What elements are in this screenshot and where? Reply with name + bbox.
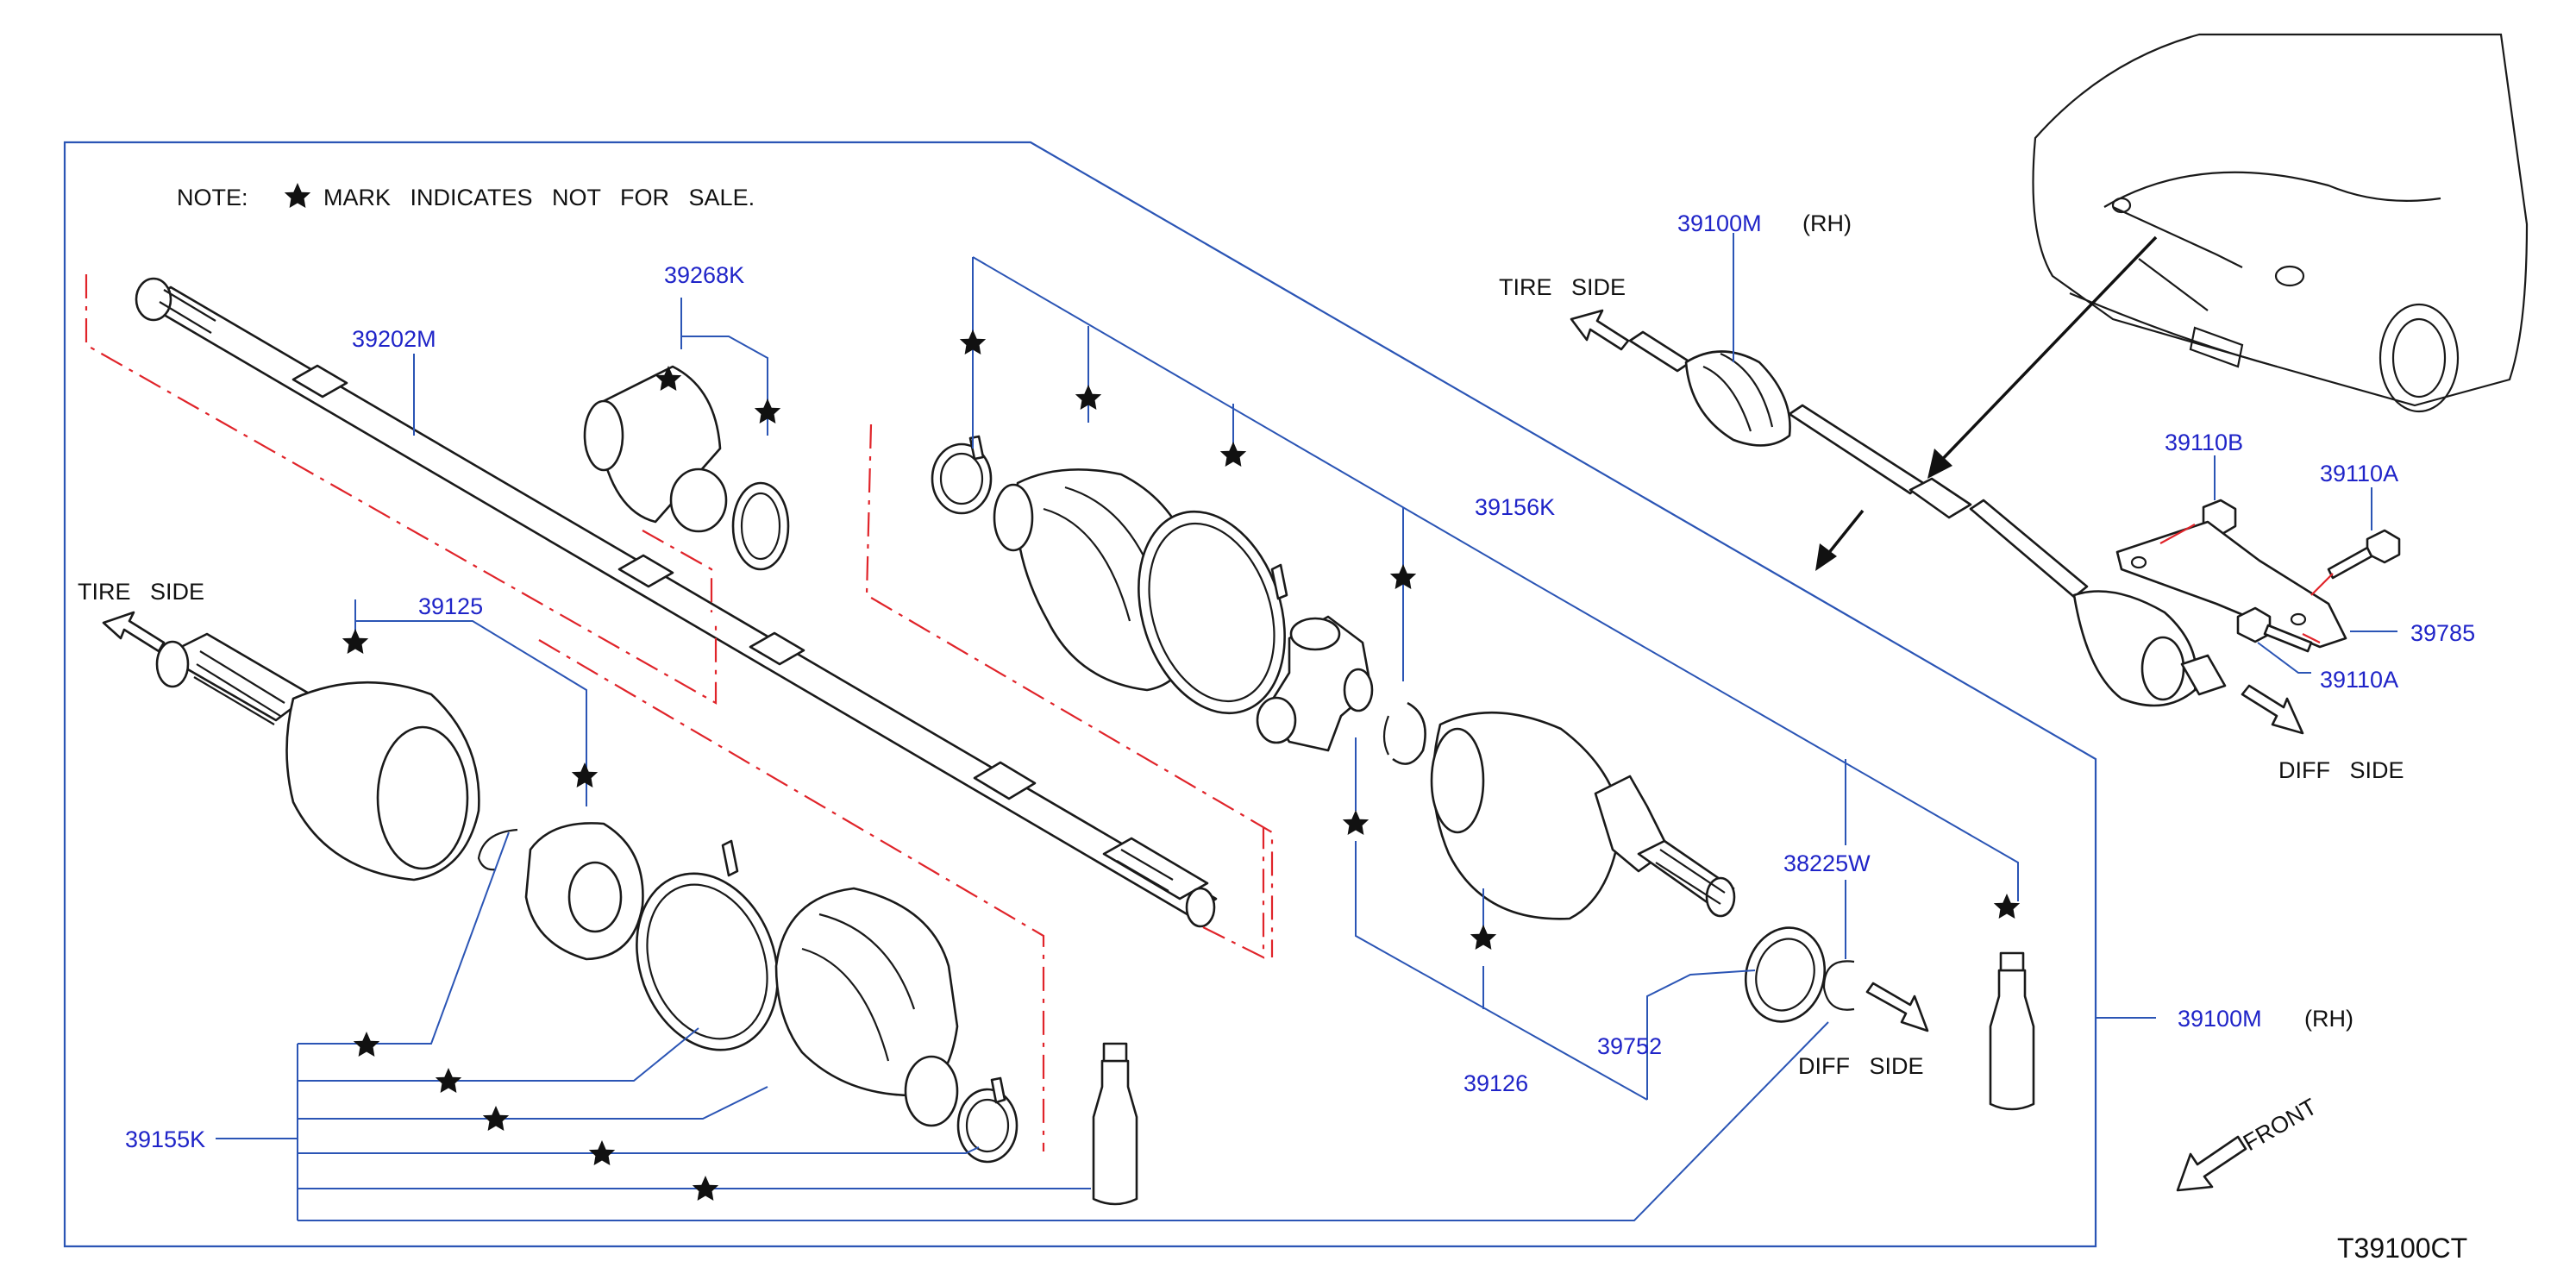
- tire-side-label-left: TIRE SIDE: [78, 579, 204, 605]
- part-center-band-small: [931, 435, 993, 515]
- star-icon: [435, 1068, 462, 1093]
- star-icon: [353, 1032, 380, 1057]
- star-icon: [571, 762, 599, 787]
- diff-side-label-center: DIFF SIDE: [1798, 1053, 1924, 1079]
- part-grease-tube-left: [1092, 1042, 1138, 1206]
- hollow-arrow-icon: [1570, 309, 1630, 351]
- phantom-line-bracket: [2159, 524, 2334, 643]
- star-icon: [1342, 810, 1369, 835]
- leader-39752: [1646, 969, 1756, 1001]
- leader-39155K: [216, 831, 1829, 1221]
- callout-arrow-vehicle: [1934, 235, 2158, 467]
- leader-39110A-bottom: [2257, 642, 2311, 674]
- part-number-39202M: 39202M: [352, 326, 436, 352]
- diff-side-arrow-right: DIFF SIDE: [2241, 684, 2404, 783]
- part-center-band-large: [1138, 510, 1288, 715]
- part-boot-tire-side: [774, 887, 959, 1127]
- drive-shaft-assembly-rh: [1628, 330, 2227, 707]
- tire-side-arrow-top: TIRE SIDE: [1499, 274, 1630, 351]
- part-number-39156K: 39156K: [1475, 494, 1555, 520]
- hollow-arrow-icon: [2176, 1135, 2247, 1192]
- diff-side-arrow-center: DIFF SIDE: [1798, 982, 1929, 1079]
- part-number-38225W: 38225W: [1783, 850, 1871, 876]
- leader-39156K: [972, 256, 2019, 901]
- part-number-39268K: 39268K: [664, 262, 744, 288]
- part-39785-bracket: [2115, 520, 2347, 649]
- vehicle-front-illustration: [2032, 33, 2529, 413]
- part-number-39155K: 39155K: [125, 1126, 205, 1152]
- phantom-line-center: [865, 424, 1274, 957]
- part-number-39752: 39752: [1597, 1033, 1662, 1059]
- part-number-39125: 39125: [418, 593, 483, 619]
- callout-arrowhead-shaft: [1815, 543, 1837, 571]
- diff-side-label-right: DIFF SIDE: [2278, 757, 2404, 783]
- phantom-line-shaft-upper: [85, 274, 718, 705]
- hollow-arrow-icon: [1865, 982, 1929, 1032]
- front-label: FRONT: [2239, 1094, 2322, 1156]
- part-grease-tube-right: [1989, 951, 2035, 1111]
- shaft-39202M: [135, 277, 1218, 928]
- rh-label-assembly: (RH): [2304, 1006, 2353, 1032]
- part-number-39110B: 39110B: [2165, 430, 2243, 455]
- part-center-snap-ring: [1382, 701, 1426, 765]
- part-39125-inner-race: [524, 822, 644, 961]
- exploded-view-frame: [63, 141, 2097, 1248]
- part-39110A-bolt-bottom: [2236, 606, 2313, 653]
- hollow-arrow-icon: [2241, 684, 2304, 735]
- part-number-39100M-top: 39100M: [1677, 210, 1762, 236]
- callout-arrowhead-vehicle: [1927, 449, 1952, 479]
- star-icon: [342, 629, 369, 654]
- tire-side-arrow-left: TIRE SIDE: [78, 579, 204, 653]
- star-icon: [284, 183, 311, 208]
- star-icon: [588, 1140, 616, 1165]
- phantom-line-39268K: [642, 530, 713, 612]
- part-39110A-bolt-top: [2327, 529, 2401, 580]
- note-prefix: NOTE:: [177, 185, 248, 210]
- note-text: MARK INDICATES NOT FOR SALE.: [323, 185, 755, 210]
- star-icon: [692, 1176, 719, 1201]
- part-39268K-clamp: [731, 481, 790, 571]
- part-inner-joint-housing: [1430, 711, 1736, 920]
- part-boot-band-large: [636, 839, 779, 1051]
- star-icon: [1219, 442, 1247, 467]
- part-39125-circlip: [477, 828, 518, 871]
- part-39268K-joint: [583, 365, 728, 533]
- star-icon: [1470, 925, 1497, 950]
- tire-side-label-top: TIRE SIDE: [1499, 274, 1626, 300]
- leader-39268K: [680, 298, 768, 436]
- diagram-code: T39100CT: [2337, 1233, 2467, 1264]
- part-number-39110A-top: 39110A: [2320, 461, 2398, 486]
- part-number-39126: 39126: [1463, 1070, 1528, 1096]
- part-number-39100M-assembly: 39100M: [2178, 1006, 2262, 1032]
- part-39752-oil-seal: [1744, 926, 1827, 1023]
- part-38225W-snap-ring: [1822, 960, 1855, 1011]
- star-icon: [1993, 894, 2021, 919]
- part-number-39110A-bottom: 39110A: [2320, 667, 2398, 693]
- hollow-arrow-icon: [102, 611, 166, 653]
- part-number-39785: 39785: [2410, 620, 2475, 646]
- part-boot-band-small: [956, 1076, 1018, 1164]
- callout-arrow-shaft: [1822, 509, 1865, 561]
- star-icon: [482, 1106, 510, 1131]
- note: NOTE: MARK INDICATES NOT FOR SALE.: [177, 183, 755, 210]
- part-tripod-joint: [1256, 615, 1374, 752]
- rh-label-top: (RH): [1802, 210, 1852, 236]
- part-outer-joint-tire-side: [155, 632, 480, 882]
- leader-39126: [1355, 737, 1648, 1101]
- phantom-line-shaft-lower: [538, 639, 1265, 1151]
- front-direction-indicator: FRONT: [2176, 1094, 2322, 1192]
